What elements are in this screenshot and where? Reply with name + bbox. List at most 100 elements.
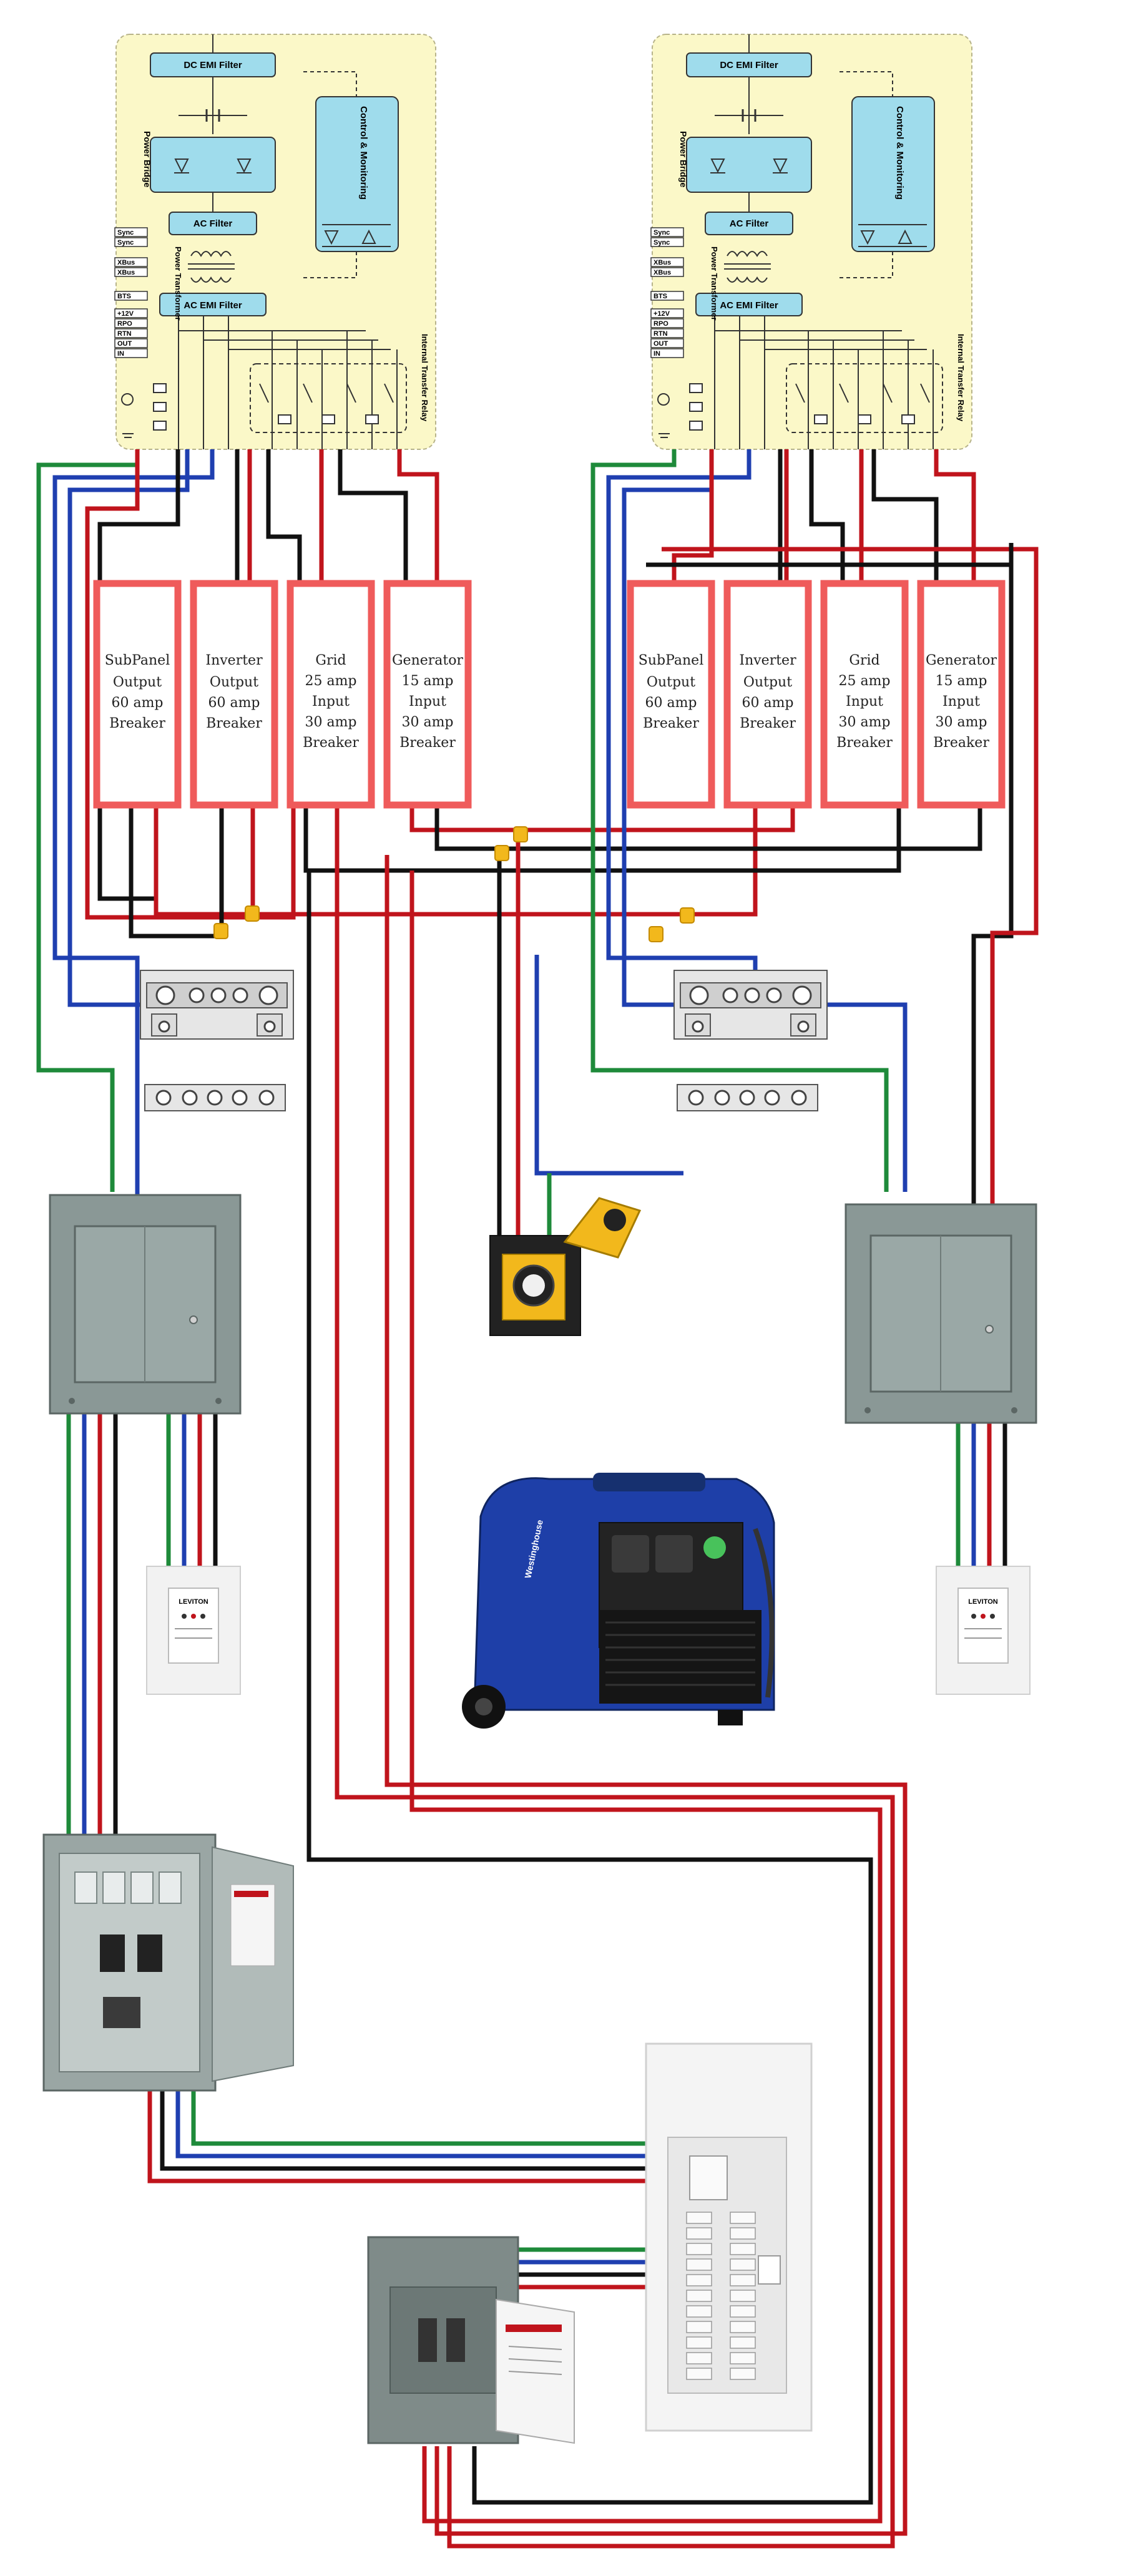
power-bridge-label: Power Bridge <box>678 131 688 187</box>
pin-label: RTN <box>117 330 132 338</box>
breaker-label: Breaker <box>399 735 456 751</box>
breaker-label: Grid <box>315 653 346 668</box>
breaker-label: 30 amp <box>305 715 356 730</box>
power-transformer-label: Power Transformer <box>710 246 719 321</box>
wire-nut <box>494 845 509 861</box>
breaker-label: Generator <box>392 653 464 668</box>
breaker-label: 60 amp <box>645 695 697 711</box>
wire-connectors <box>213 826 695 942</box>
control-monitoring-label: Control & Monitoring <box>894 106 905 200</box>
ac-filter-label: AC Filter <box>193 218 233 229</box>
neutral-bus-left <box>139 969 295 1040</box>
breaker-generator-input <box>917 580 1006 809</box>
dc-emi-filter-label: DC EMI Filter <box>184 60 242 71</box>
wire-black-4 <box>338 449 408 583</box>
breaker-label: 60 amp <box>208 695 260 711</box>
breaker-label: Output <box>743 675 792 690</box>
breaker-grid-input <box>820 580 909 809</box>
wire-hot <box>85 449 296 920</box>
internal-transfer-relay-label: Internal Transfer Relay <box>956 334 966 422</box>
main-panel <box>645 2042 813 2432</box>
breakers-left <box>93 580 472 809</box>
breaker-label: SubPanel <box>105 653 170 668</box>
breaker-grid-input <box>286 580 375 809</box>
breaker-label: Breaker <box>109 716 165 731</box>
breaker-label: Inverter <box>205 653 263 668</box>
wire-nut <box>513 826 528 842</box>
subpanel-right <box>845 1203 1037 1424</box>
wires <box>36 449 1039 2549</box>
breaker-label: Generator <box>926 653 997 668</box>
breaker-generator-input <box>383 580 472 809</box>
ground-bus-right <box>676 1083 819 1112</box>
pin-label: +12V <box>654 310 670 318</box>
pin-label: RPO <box>117 320 132 328</box>
breaker-label: Breaker <box>303 735 359 751</box>
pin-label: Sync <box>654 229 670 237</box>
pin-label: XBus <box>654 269 671 276</box>
control-monitoring-label: Control & Monitoring <box>358 106 369 200</box>
breaker-label: 30 amp <box>935 715 987 730</box>
pin-label: Sync <box>654 239 670 246</box>
gfci-left: LEVITON <box>146 1566 241 1695</box>
pin-label: +12V <box>117 310 134 318</box>
breaker-label: Input <box>312 694 350 710</box>
pin-label: IN <box>654 350 660 358</box>
pin-label: BTS <box>117 293 131 300</box>
neutral-bus-right <box>673 969 828 1040</box>
wire-neutral <box>52 449 215 1195</box>
internal-transfer-relay-label: Internal Transfer Relay <box>420 334 429 422</box>
pin-label: RTN <box>654 330 668 338</box>
breaker-label: 25 amp <box>305 673 356 689</box>
pin-label: XBus <box>654 259 671 266</box>
breaker-inverter-output <box>190 580 278 809</box>
dc-emi-filter-label: DC EMI Filter <box>720 60 778 71</box>
breaker-subpanel-output <box>627 580 715 809</box>
breaker-label: Breaker <box>740 716 796 731</box>
subpanel-left <box>49 1194 242 1415</box>
transfer-panel <box>42 1833 294 2092</box>
ac-filter-label: AC Filter <box>730 218 769 229</box>
breaker-label: 60 amp <box>111 695 163 711</box>
pin-label: XBus <box>117 269 135 276</box>
breaker-label: Input <box>942 694 980 710</box>
pin-label: Sync <box>117 239 134 246</box>
pin-label: XBus <box>117 259 135 266</box>
breaker-label: Input <box>409 694 446 710</box>
power-bridge-label: Power Bridge <box>142 131 152 187</box>
pin-label: RPO <box>654 320 668 328</box>
pin-label: Sync <box>117 229 134 237</box>
pin-label: IN <box>117 350 124 358</box>
gfci-right: LEVITON <box>936 1566 1031 1695</box>
breakers-right <box>627 580 1006 809</box>
breaker-label: Output <box>113 675 162 690</box>
wire-nut <box>213 923 228 939</box>
breaker-label: Breaker <box>836 735 893 751</box>
ac-emi-filter-label: AC EMI Filter <box>184 300 242 311</box>
breaker-label: Input <box>846 694 883 710</box>
left-inverter: DC EMI Filter AC Filter AC EMI Filter Po… <box>114 33 437 451</box>
breaker-label: 30 amp <box>838 715 890 730</box>
breaker-label: 60 amp <box>742 695 793 711</box>
breaker-label: Grid <box>849 653 879 668</box>
breaker-subpanel-output <box>93 580 182 809</box>
ac-emi-filter-label: AC EMI Filter <box>720 300 778 311</box>
wire-nut <box>649 926 663 942</box>
breaker-label: 30 amp <box>401 715 453 730</box>
ground-bus-left <box>144 1083 286 1112</box>
gfci-brand-label: LEVITON <box>968 1598 998 1606</box>
wire-nut <box>680 907 695 924</box>
breaker-label: Inverter <box>739 653 796 668</box>
pin-label: OUT <box>654 340 668 348</box>
breaker-label: 25 amp <box>838 673 890 689</box>
breaker-label: Breaker <box>933 735 989 751</box>
breaker-label: SubPanel <box>639 653 703 668</box>
pin-label: BTS <box>654 293 667 300</box>
pin-label: OUT <box>117 340 132 348</box>
generator-unit: Westinghouse <box>462 1473 775 1729</box>
small-panel <box>367 2236 575 2444</box>
gfci-brand-label: LEVITON <box>179 1598 208 1606</box>
wire-nut <box>245 905 260 922</box>
wire-hot-4 <box>397 449 439 583</box>
